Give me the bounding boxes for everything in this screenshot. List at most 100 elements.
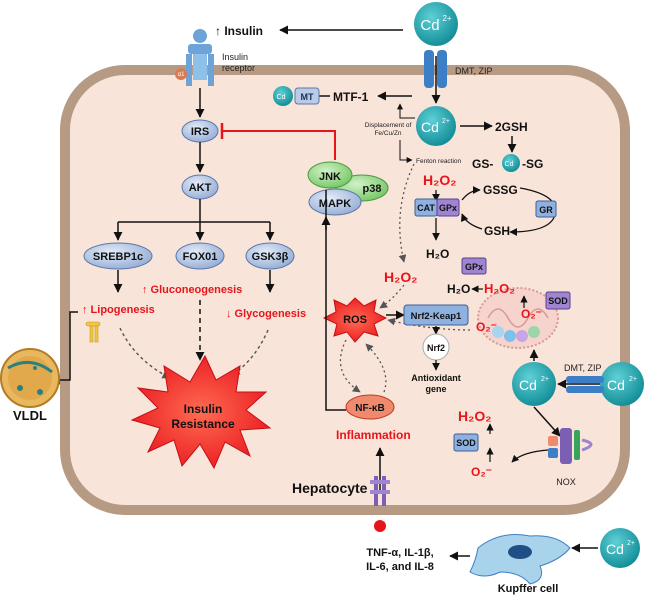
o2-mito-label-1: O₂⁻ xyxy=(521,307,542,321)
cd-gs-complex: Cd xyxy=(502,154,520,172)
insulin-receptor-label-2: receptor xyxy=(222,63,255,73)
cd-ion-top: Cd 2+ xyxy=(414,2,458,46)
h2o2-mid-label: H₂O₂ xyxy=(384,269,417,285)
antioxidant-label-2: gene xyxy=(425,384,446,394)
svg-text:GR: GR xyxy=(539,205,553,215)
h2o2-top-label: H₂O₂ xyxy=(423,172,456,188)
h2o2-to-ros-arrow xyxy=(379,284,405,309)
dmt-zip-channel-right xyxy=(566,376,604,393)
cat-enzyme: CAT xyxy=(414,198,438,217)
o2-nox-label: O₂⁻ xyxy=(471,465,492,479)
svg-text:MT: MT xyxy=(301,92,314,102)
gs-right-label: -SG xyxy=(522,157,543,171)
foxo1-node: FOX01 xyxy=(175,242,225,270)
ros-burst xyxy=(322,297,388,343)
fenton-arrow xyxy=(399,140,413,163)
jnk-inhibits-irs-line xyxy=(222,130,336,160)
svg-text:IRS: IRS xyxy=(191,126,209,138)
dmt-zip-channel-top xyxy=(424,50,447,88)
svg-text:2+: 2+ xyxy=(627,540,635,547)
ros-label: ROS xyxy=(343,314,367,326)
nox-to-o2-arrow xyxy=(511,449,549,463)
lipid-icon xyxy=(85,321,101,343)
svg-text:Cd: Cd xyxy=(420,17,439,34)
svg-text:Nrf2: Nrf2 xyxy=(427,343,445,353)
inflammation-label: Inflammation xyxy=(336,428,411,442)
ros-to-nfkb-arrow xyxy=(339,339,361,393)
h2o2-mito-label: H₂O₂ xyxy=(484,281,515,296)
nrf2-node: Nrf2 xyxy=(422,333,450,361)
insulin-resistance-burst xyxy=(130,354,272,470)
displacement-label-1: Displacement of xyxy=(365,122,412,129)
fenton-to-h2o2-arrow xyxy=(398,163,415,263)
nox-complex-icon xyxy=(548,428,593,464)
kupffer-label: Kupffer cell xyxy=(498,583,559,595)
nrf2-keap1-box: Nrf2-Keap1 xyxy=(403,304,469,326)
cytokines-label-2: IL-6, and IL-8 xyxy=(366,561,434,573)
svg-text:Cd: Cd xyxy=(606,541,624,557)
svg-text:Cd: Cd xyxy=(519,377,537,393)
vldl-label: VLDL xyxy=(13,408,47,423)
akt-branch-lines xyxy=(118,199,270,223)
mito-to-ros-arrow xyxy=(387,317,471,331)
dmt-zip-right-label: DMT, ZIP xyxy=(564,363,602,373)
cd-ion-kupffer: Cd 2+ xyxy=(600,528,640,568)
cd-ion-right-outside: Cd 2+ xyxy=(600,362,644,406)
nfkb-to-mapk-line xyxy=(325,190,346,411)
dmt-zip-top-label: DMT, ZIP xyxy=(455,66,493,76)
displacement-label-2: Fe/Cu/Zn xyxy=(374,130,401,137)
svg-text:Nrf2-Keap1: Nrf2-Keap1 xyxy=(411,311,462,322)
mtf1-label: MTF-1 xyxy=(333,90,369,104)
lipo-to-ir-arrow xyxy=(119,327,171,379)
glyco-to-ir-arrow xyxy=(231,329,269,376)
gsk3b-node: GSK3β xyxy=(245,242,295,270)
svg-text:GPx: GPx xyxy=(465,262,483,272)
receptor-badge: α1 xyxy=(178,72,185,78)
jnk-label: JNK xyxy=(319,171,341,183)
insulin-resistance-label-2: Resistance xyxy=(171,417,235,431)
two-gsh-label: 2GSH xyxy=(495,120,528,134)
vldl-particle-icon xyxy=(0,348,60,408)
o2-mito-label-2: O₂⁻ xyxy=(476,320,497,334)
svg-text:Cd: Cd xyxy=(607,377,625,393)
svg-text:SOD: SOD xyxy=(456,438,476,448)
svg-text:SOD: SOD xyxy=(548,296,568,306)
svg-text:GPx: GPx xyxy=(439,203,457,213)
insulin-resistance-label-1: Insulin xyxy=(184,402,223,416)
cytokine-receptor-icon xyxy=(370,476,390,532)
svg-text:FOX01: FOX01 xyxy=(183,251,218,263)
gssg-label: GSSG xyxy=(483,183,518,197)
svg-text:SREBP1c: SREBP1c xyxy=(93,251,143,263)
gpx-mito-enzyme: GPx xyxy=(461,257,487,275)
fenton-label: Fenton reaction xyxy=(416,158,462,165)
antioxidant-label-1: Antioxidant xyxy=(411,373,461,383)
jnk-p38-mapk-complex xyxy=(307,161,389,216)
gs-left-label: GS- xyxy=(472,157,493,171)
svg-text:Cd: Cd xyxy=(421,119,439,135)
svg-text:2+: 2+ xyxy=(629,376,637,383)
h2o-label-1: H₂O xyxy=(426,247,449,261)
nfkb-node: NF-κB xyxy=(345,394,395,420)
insulin-receptor-icon xyxy=(175,29,214,86)
kupffer-cell-icon xyxy=(469,534,571,585)
gpx-enzyme: GPx xyxy=(436,198,460,217)
h2o2-nox-label: H₂O₂ xyxy=(458,408,491,424)
irs-node: IRS xyxy=(181,119,219,143)
cd-to-nox-arrow xyxy=(533,406,561,437)
mitochondrion-icon xyxy=(477,287,559,349)
displacement-arrow xyxy=(397,103,415,119)
akt-node: AKT xyxy=(181,174,219,200)
svg-text:Cd: Cd xyxy=(277,94,286,101)
lipogenesis-label: ↑ Lipogenesis xyxy=(82,304,155,316)
gr-enzyme: GR xyxy=(535,200,557,218)
svg-text:NF-κB: NF-κB xyxy=(355,403,384,414)
glycogenesis-label: ↓ Glycogenesis xyxy=(226,308,306,320)
lipo-to-vldl-arrow xyxy=(51,311,78,385)
cd-ion-right-inside: Cd 2+ xyxy=(512,362,556,406)
p38-label: p38 xyxy=(363,183,382,195)
mapk-label: MAPK xyxy=(319,198,351,210)
svg-text:Cd: Cd xyxy=(505,161,514,168)
nox-label: NOX xyxy=(556,477,576,487)
svg-text:CAT: CAT xyxy=(417,203,435,213)
